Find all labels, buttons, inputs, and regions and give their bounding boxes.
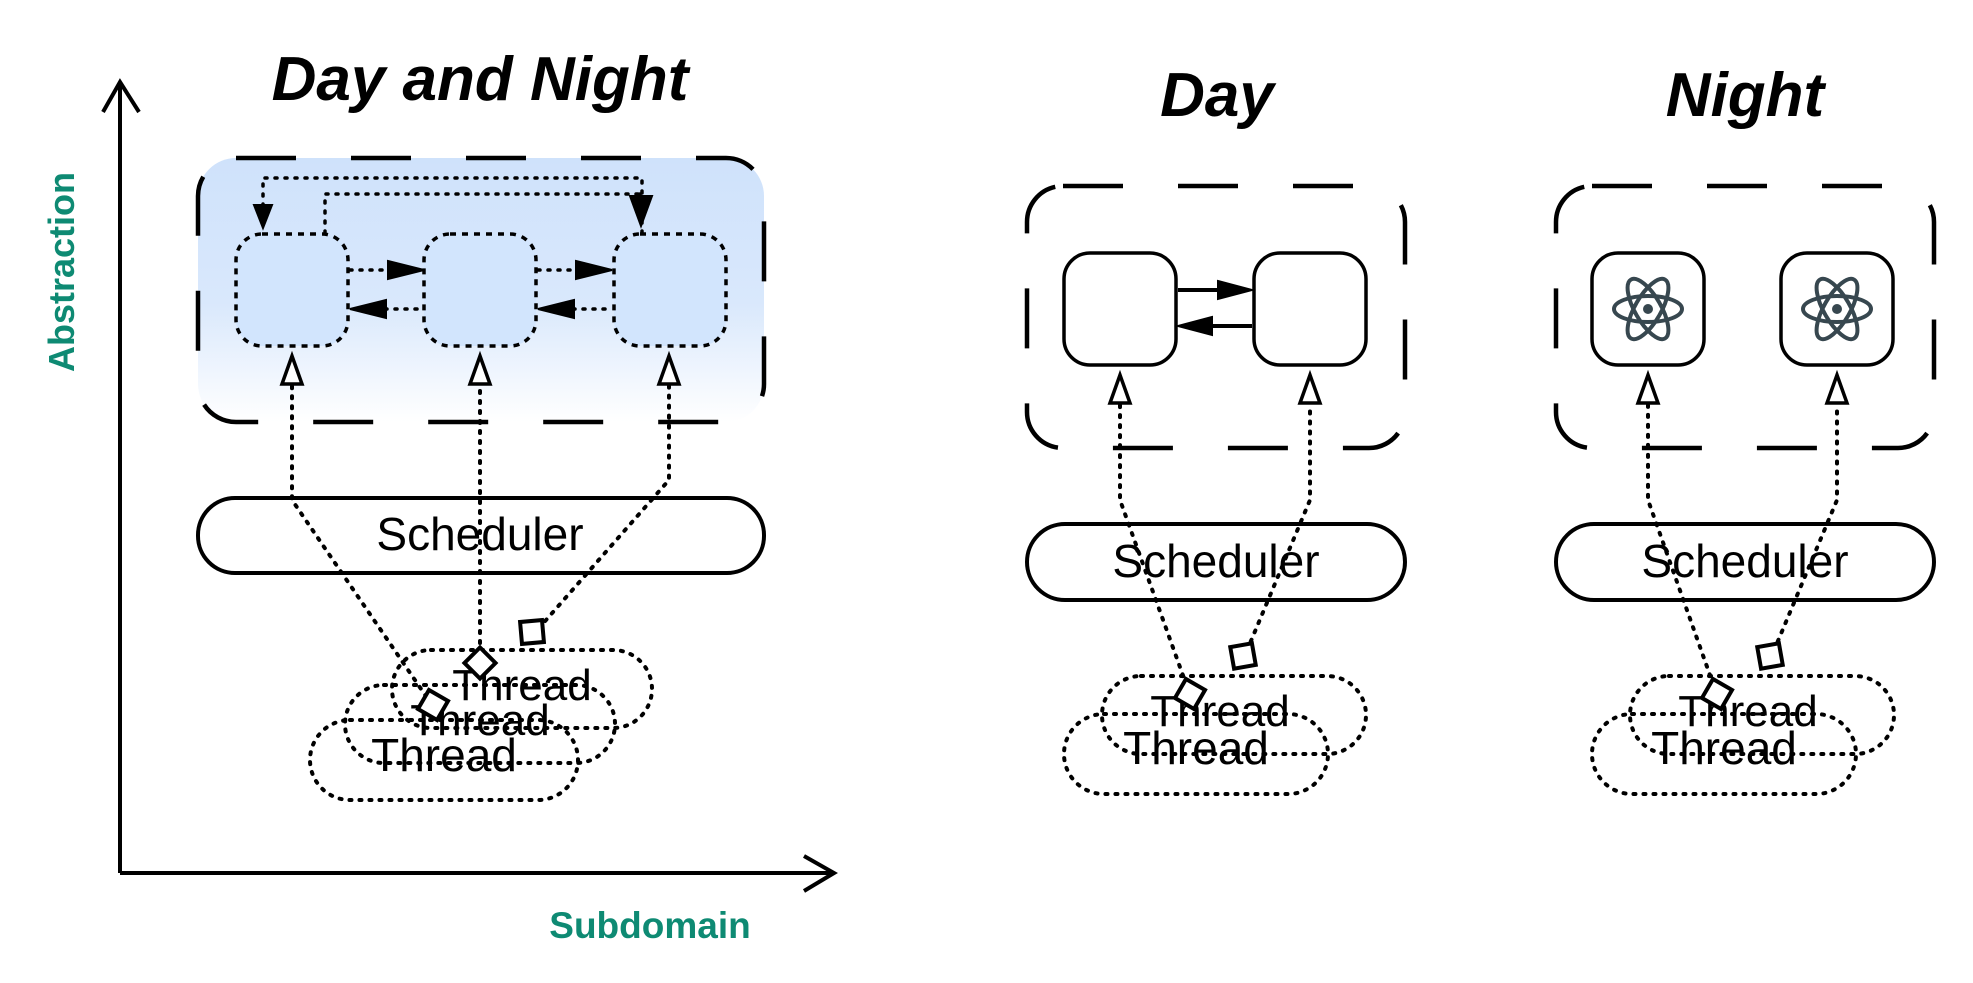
day-abstraction-frame — [1024, 183, 1408, 451]
day-thread-connector-diamond-2 — [1227, 640, 1259, 672]
day-thread-connector-diamond-1 — [1172, 676, 1208, 712]
panel-day-and-night: Day and Night Thread Thread Thre — [195, 45, 767, 802]
night-link-thread-node-2 — [1768, 403, 1839, 662]
day-node-2-entry-arrowhead — [1297, 369, 1323, 405]
night-node-2-entry-arrowhead — [1824, 369, 1850, 405]
night-thread-pill-back — [1628, 674, 1896, 756]
panel-title-night: Night — [1666, 61, 1827, 130]
x-axis-arrowhead — [802, 854, 838, 893]
edge-3-2-back-head — [537, 298, 575, 320]
day-node-1-entry-arrowhead — [1107, 369, 1133, 405]
day-link-thread-node-1 — [1118, 403, 1192, 697]
night-abstraction-frame — [1553, 183, 1937, 451]
edge-2-3-forward-head — [575, 259, 613, 281]
edge-2-1-back-head — [349, 298, 387, 320]
node-2-entry-arrowhead — [467, 350, 493, 386]
axes: Abstraction Subdomain — [41, 78, 838, 946]
night-scheduler-label: Scheduler — [1641, 535, 1848, 587]
node-1 — [234, 232, 350, 348]
y-axis-label: Abstraction — [41, 172, 82, 372]
panel-title-day-and-night: Day and Night — [272, 45, 691, 114]
night-thread-pill-front — [1590, 712, 1858, 796]
thread-connector-diamond-2 — [461, 644, 499, 682]
day-thread-label-back: Thread — [1150, 687, 1289, 736]
day-scheduler-box — [1025, 522, 1407, 602]
scheduler-label: Scheduler — [376, 508, 583, 560]
thread-connector-diamond-3 — [517, 617, 547, 647]
y-axis-arrowhead — [101, 78, 141, 114]
node-2 — [422, 232, 538, 348]
day-node-1 — [1062, 251, 1178, 367]
day-thread-label-front: Thread — [1123, 722, 1269, 774]
day-link-thread-node-2 — [1241, 403, 1312, 662]
thread-connector-diamond-1 — [415, 687, 451, 723]
panel-day: Day Thread Thread Scheduler — [1024, 61, 1408, 796]
thread-pill-front — [308, 718, 580, 802]
day-edge-forward-head — [1217, 279, 1256, 301]
night-thread-label-front: Thread — [1651, 722, 1797, 774]
day-node-2 — [1252, 251, 1368, 367]
day-thread-pill-back — [1100, 674, 1368, 756]
panel-title-day: Day — [1160, 61, 1277, 130]
night-thread-connector-diamond-2 — [1754, 640, 1786, 672]
day-edge-back-head — [1174, 315, 1213, 337]
edge-1-2-forward-head — [387, 259, 425, 281]
thread-pill-middle — [343, 683, 617, 765]
scheduler-box — [196, 496, 766, 575]
panel-night: Night Thread Thread Scheduler — [1553, 61, 1937, 796]
x-axis-label: Subdomain — [549, 905, 750, 946]
night-thread-connector-diamond-1 — [1699, 676, 1735, 712]
node-1-entry-arrowhead — [279, 350, 305, 386]
loop-arrowhead-right — [628, 195, 654, 229]
thread-pill-back — [390, 648, 654, 730]
night-scheduler-box — [1554, 522, 1936, 602]
night-node-1-entry-arrowhead — [1635, 369, 1661, 405]
node-3 — [612, 232, 728, 348]
thread-label-front: Thread — [371, 729, 517, 781]
night-link-thread-node-1 — [1646, 403, 1719, 697]
loop-connector-inner — [323, 192, 642, 235]
day-thread-pill-front — [1062, 712, 1330, 796]
loop-arrowhead-left — [252, 204, 274, 231]
link-thread-node-3 — [530, 384, 671, 638]
day-scheduler-label: Scheduler — [1112, 535, 1319, 587]
